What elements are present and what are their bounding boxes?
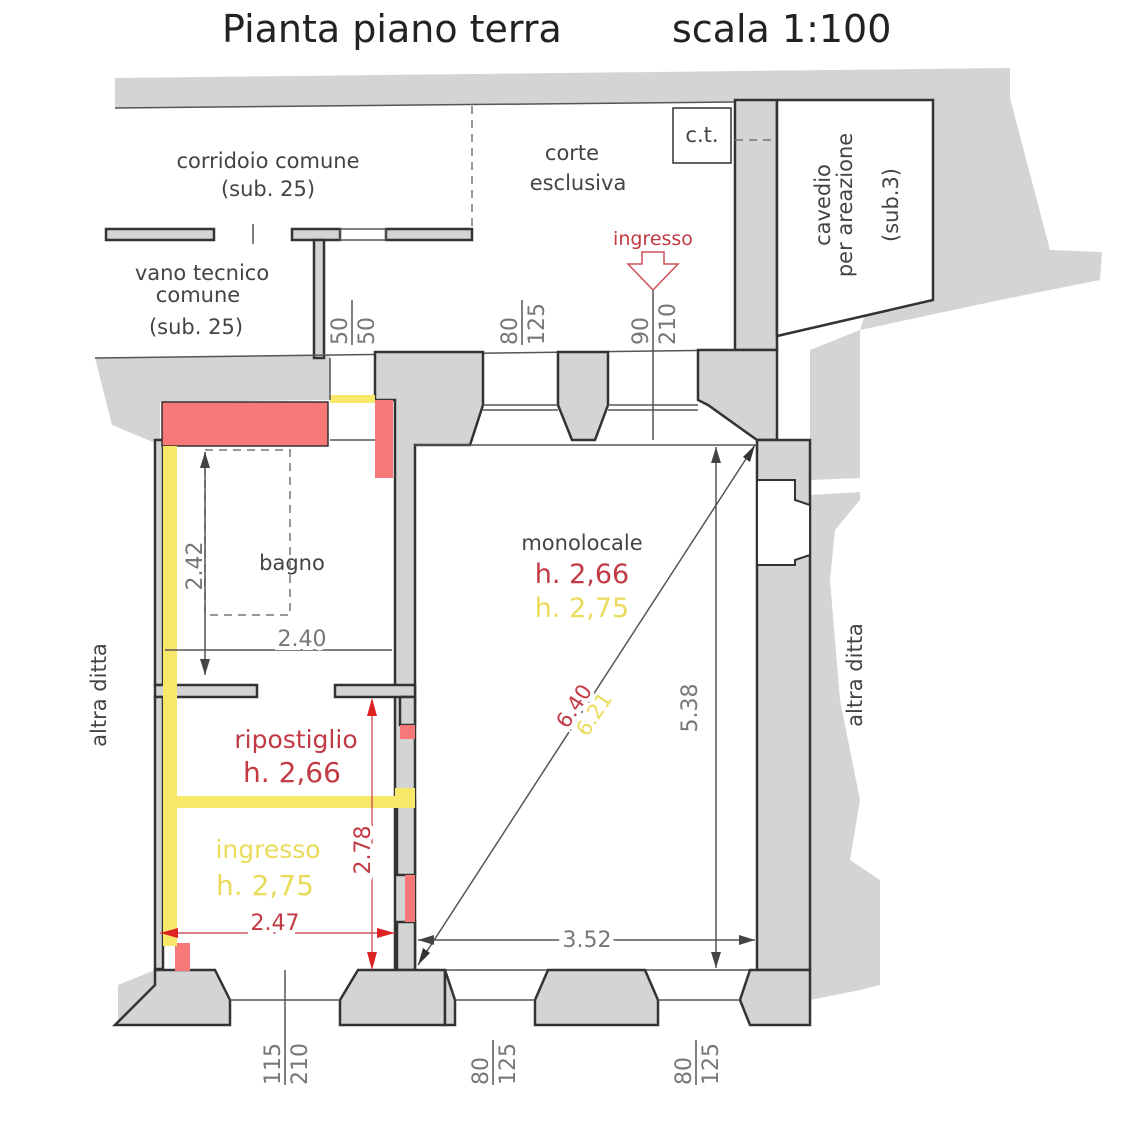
- bagno-label: bagno: [259, 551, 325, 575]
- vano-sub: (sub. 25): [149, 315, 243, 339]
- new-wall: [163, 446, 177, 946]
- new-wall: [395, 788, 415, 800]
- vano-label: vano tecnico: [135, 261, 269, 285]
- opening-labels: 50 50 80 125 90 210 115 210 80 125 80 12…: [261, 290, 724, 1085]
- ct-label: c.t.: [685, 123, 718, 147]
- bagno-height-dim: 2.42: [183, 542, 208, 591]
- ingresso-label: ingresso: [215, 835, 320, 864]
- altra-ditta-left: altra ditta: [87, 643, 111, 747]
- opening-2-bottom: 125: [525, 303, 550, 345]
- demolition-wall: [375, 400, 393, 478]
- demolition-wall: [400, 725, 415, 739]
- ingresso-height-dim: 2.78: [351, 826, 376, 875]
- corte-label-2: esclusiva: [530, 171, 627, 195]
- demolition-wall: [405, 875, 415, 922]
- ingresso-width-dim: 2.47: [251, 911, 300, 936]
- opening-1-bottom: 50: [355, 317, 380, 345]
- ripostiglio-label: ripostiglio: [234, 725, 357, 754]
- modifications: [161, 358, 415, 971]
- opening-6-top: 80: [672, 1057, 697, 1085]
- monolocale-label: monolocale: [521, 531, 642, 555]
- plan-scale: scala 1:100: [672, 7, 891, 51]
- opening-4-bottom: 210: [288, 1043, 313, 1085]
- apartment-walls: [111, 348, 812, 1027]
- vano-label-2: comune: [156, 283, 240, 307]
- bagno-width-dim: 2.40: [278, 627, 327, 652]
- corridoio-sub: (sub. 25): [221, 177, 315, 201]
- opening-3-bottom: 210: [656, 303, 681, 345]
- altra-ditta-right: altra ditta: [843, 623, 867, 727]
- opening-5-top: 80: [469, 1057, 494, 1085]
- monolocale-height-red: h. 2,66: [535, 559, 629, 590]
- mono-width-dim: 3.52: [563, 928, 612, 953]
- opening-1-top: 50: [328, 317, 353, 345]
- new-wall: [163, 796, 415, 808]
- demolition-wall: [175, 943, 190, 971]
- cavedio-sub: (sub.3): [879, 168, 903, 242]
- room-labels: corridoio comune (sub. 25) vano tecnico …: [87, 123, 903, 902]
- ripostiglio-height: h. 2,66: [243, 756, 341, 789]
- corte-label: corte: [545, 141, 599, 165]
- demolition-wall: [161, 401, 329, 447]
- entrance-label: ingresso: [613, 228, 693, 250]
- corridoio-label: corridoio comune: [176, 149, 359, 173]
- dimension-lines: 2.42 2.40 2.78 2.47 6.40 6.21 5.38 3.52: [160, 444, 756, 970]
- opening-4-top: 115: [261, 1043, 286, 1085]
- plan-title: Pianta piano terra: [222, 7, 562, 51]
- entrance-arrow-icon: [626, 251, 680, 292]
- mono-height-dim: 5.38: [678, 684, 703, 733]
- opening-2-top: 80: [498, 317, 523, 345]
- ingresso-height: h. 2,75: [216, 869, 314, 902]
- opening-6-bottom: 125: [699, 1043, 724, 1085]
- corridor-walls: [94, 98, 935, 360]
- new-wall: [330, 395, 375, 403]
- opening-3-top: 90: [629, 317, 654, 345]
- cavedio-label: cavedio: [811, 164, 835, 246]
- monolocale-height-yellow: h. 2,75: [535, 593, 629, 624]
- opening-5-bottom: 125: [496, 1043, 521, 1085]
- cavedio-label-2: per areazione: [833, 133, 857, 277]
